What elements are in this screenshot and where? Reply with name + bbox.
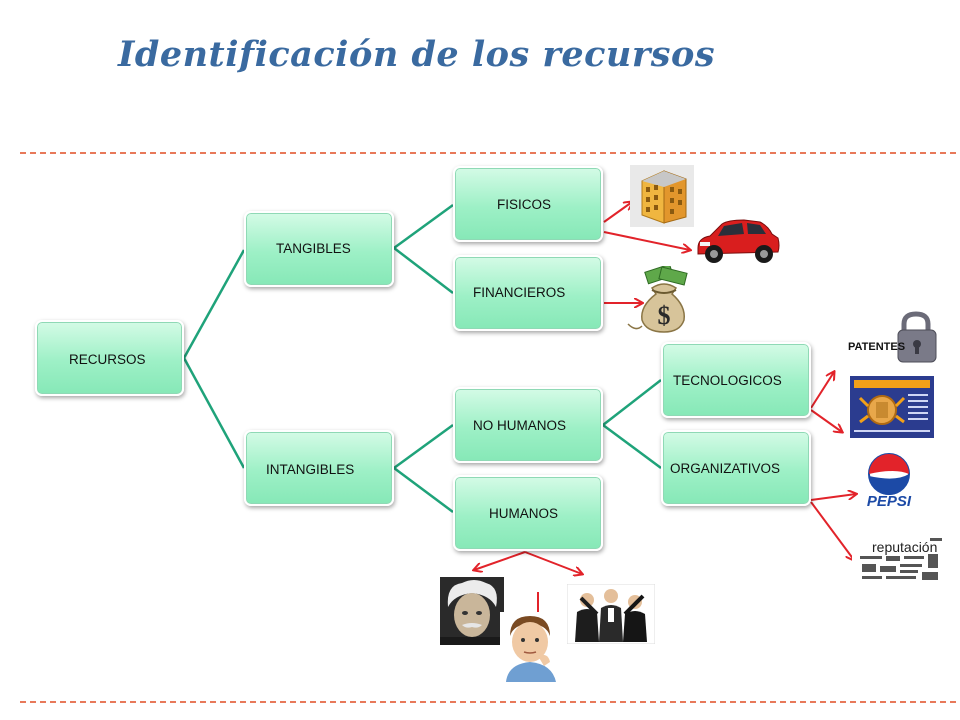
page-title: Identificación de los recursos (118, 34, 716, 75)
node-no-humanos: NO HUMANOS (453, 387, 603, 463)
node-fisicos: FISICOS (453, 166, 603, 242)
node-recursos-label: RECURSOS (69, 352, 146, 367)
node-humanos: HUMANOS (453, 475, 603, 551)
connector-nohumanos-organizativos (602, 423, 662, 470)
pepsi-label: PEPSI (867, 493, 912, 510)
node-recursos: RECURSOS (35, 320, 184, 396)
node-no-humanos-label: NO HUMANOS (473, 418, 567, 433)
node-financieros-label: FINANCIEROS (473, 285, 566, 300)
patentes-label: PATENTES (848, 341, 905, 353)
top-divider (20, 152, 956, 154)
arrow-tecnologicos-tech (810, 409, 842, 432)
arrow-humanos-einstein (474, 551, 526, 570)
technology-panel-icon (850, 376, 934, 438)
node-tecnologicos-label: TECNOLOGICOS (673, 373, 782, 388)
connector-tangibles-financieros (393, 247, 454, 294)
team-photo (567, 584, 655, 644)
einstein-portrait (440, 577, 504, 645)
node-financieros: FINANCIEROS (453, 255, 603, 331)
connector-recursos-intangibles (182, 357, 246, 469)
arrow-organizativos-reputacion (810, 501, 854, 560)
reputacion-label: reputación (872, 539, 937, 555)
arrow-fisicos-building (603, 202, 632, 223)
connector-recursos-tangibles (182, 249, 246, 359)
thinking-child-photo (500, 612, 562, 682)
dollar-sign: $ (658, 301, 671, 330)
money-bag-icon: $ (627, 266, 688, 333)
reputacion-wordcloud: reputación (852, 532, 946, 584)
arrow-fisicos-car (603, 231, 690, 250)
node-intangibles: INTANGIBLES (244, 430, 394, 506)
connector-tangibles-fisicos (393, 203, 454, 250)
connector-intangibles-humanos (393, 466, 454, 514)
connector-nohumanos-tecnologicos (602, 379, 662, 426)
bottom-divider (20, 701, 956, 703)
node-tecnologicos: TECNOLOGICOS (661, 342, 811, 418)
node-humanos-label: HUMANOS (489, 506, 559, 521)
node-organizativos-label: ORGANIZATIVOS (670, 461, 781, 476)
pepsi-logo: PEPSI (867, 453, 912, 510)
arrow-organizativos-pepsi (810, 494, 856, 501)
car-icon (697, 219, 780, 263)
node-tangibles: TANGIBLES (244, 211, 394, 287)
node-intangibles-label: INTANGIBLES (266, 462, 355, 477)
patentes-lock-icon: PATENTES (848, 311, 937, 363)
arrow-humanos-team (524, 551, 582, 574)
node-organizativos: ORGANIZATIVOS (661, 430, 811, 506)
node-fisicos-label: FISICOS (497, 197, 552, 212)
connector-intangibles-nohumanos (393, 423, 454, 470)
building-icon (630, 165, 694, 227)
arrow-tecnologicos-patentes (810, 372, 834, 409)
node-tangibles-label: TANGIBLES (276, 241, 351, 256)
